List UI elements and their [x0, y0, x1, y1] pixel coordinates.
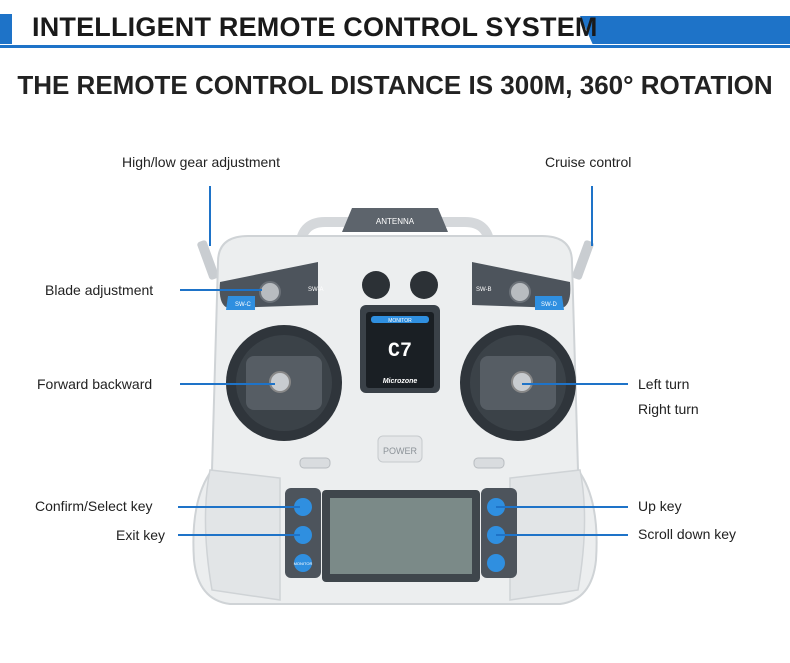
callout-cruise-control: Cruise control [545, 154, 632, 170]
right-knob[interactable] [410, 271, 438, 299]
power-label: POWER [383, 446, 418, 456]
switch-a-toggle[interactable] [259, 281, 281, 303]
callout-blade-adjustment: Blade adjustment [45, 282, 154, 298]
page-title: INTELLIGENT REMOTE CONTROL SYSTEM [32, 12, 598, 42]
page-subtitle: THE REMOTE CONTROL DISTANCE IS 300M, 360… [17, 70, 773, 100]
brand-label: Microzone [383, 378, 418, 385]
right-stick[interactable] [511, 371, 533, 393]
callout-right-turn: Right turn [638, 401, 699, 417]
switch-b-toggle[interactable] [509, 281, 531, 303]
right-key-column [481, 488, 517, 578]
callout-scroll-down-key: Scroll down key [638, 526, 737, 542]
switch-b-label: SW-B [476, 287, 492, 293]
left-knob[interactable] [362, 271, 390, 299]
exit-key[interactable] [294, 526, 312, 544]
callout-forward-backward: Forward backward [37, 376, 153, 392]
switch-panel-right: SW-B SW-D [472, 262, 571, 310]
monitor-key[interactable] [294, 554, 312, 572]
switch-d-label: SW-D [541, 302, 558, 308]
left-trim[interactable] [299, 457, 331, 469]
callout-exit-key: Exit key [116, 527, 166, 543]
left-key-column: MONITOR [285, 488, 321, 578]
header-accent-stripe [580, 16, 790, 44]
monitor-key-label: MONITOR [294, 561, 313, 566]
callout-up-key: Up key [638, 498, 682, 514]
model-label: C7 [388, 340, 412, 363]
antenna-tab: ANTENNA [342, 208, 448, 232]
monitor-label: MONITOR [388, 318, 412, 324]
confirm-select-key[interactable] [294, 498, 312, 516]
switch-c-label: SW-C [235, 302, 252, 308]
callout-gear-adjustment: High/low gear adjustment [122, 154, 280, 170]
lcd-panel [322, 490, 480, 582]
right-antenna [572, 240, 594, 280]
callout-lines [178, 186, 628, 536]
left-antenna [197, 240, 219, 280]
left-stick[interactable] [269, 371, 291, 393]
right-trim[interactable] [473, 457, 505, 469]
switch-panel-left: SW-A SW-C [219, 262, 324, 310]
callout-left-turn: Left turn [638, 376, 690, 392]
switch-a-label: SW-A [308, 287, 324, 293]
header-accent-bar [0, 14, 12, 44]
power-button[interactable]: POWER [377, 435, 423, 463]
lock-key[interactable] [487, 554, 505, 572]
antenna-label: ANTENNA [376, 217, 415, 226]
header-underline [0, 45, 790, 48]
monitor-screen: MONITOR C7 Microzone [360, 305, 440, 393]
callout-confirm-select-key: Confirm/Select key [35, 498, 153, 514]
